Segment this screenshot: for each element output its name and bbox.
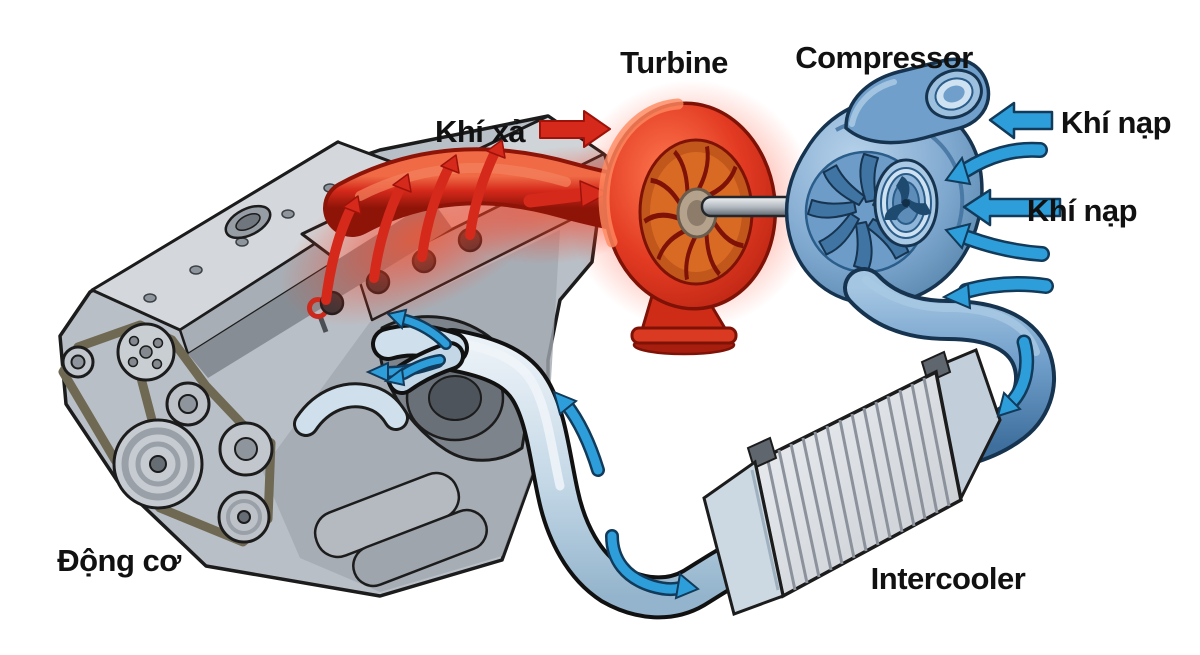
- engine-label: Động cơ: [57, 543, 182, 578]
- throttle-elbow: [293, 382, 409, 437]
- exhaust-label-arrow-icon: [539, 110, 611, 148]
- compressor: [784, 57, 991, 306]
- intercooler-left-tank: [702, 459, 785, 616]
- compressor-eye: [873, 158, 939, 248]
- intake-label-arrow-mid-icon: [962, 188, 1062, 227]
- intake-air-arrows: [941, 101, 1062, 310]
- charge-flow-arrows: [365, 308, 1035, 600]
- labels: Turbine Compressor Khí xả Khí nạp Khí nạ…: [57, 40, 1171, 596]
- turbine-label: Turbine: [620, 45, 728, 80]
- intake-label-arrow-top-icon: [988, 101, 1054, 140]
- intercooler: [746, 347, 1002, 599]
- compressor-inlet: [844, 57, 991, 145]
- compressor-label: Compressor: [795, 40, 973, 75]
- exhaust-gas-label: Khí xả: [435, 114, 526, 149]
- intake-air-label-top: Khí nạp: [1061, 105, 1171, 140]
- intercooler-fins: [765, 377, 951, 591]
- turbine: [598, 98, 778, 356]
- belt-strand: [136, 376, 157, 422]
- starter-motor: [313, 471, 488, 588]
- pulleys: [61, 322, 274, 544]
- oil-cap: [224, 204, 272, 240]
- intercooler-label: Intercooler: [871, 561, 1026, 596]
- intake-air-label-mid: Khí nạp: [1027, 193, 1137, 228]
- exhaust-flow-arrows: [321, 139, 609, 305]
